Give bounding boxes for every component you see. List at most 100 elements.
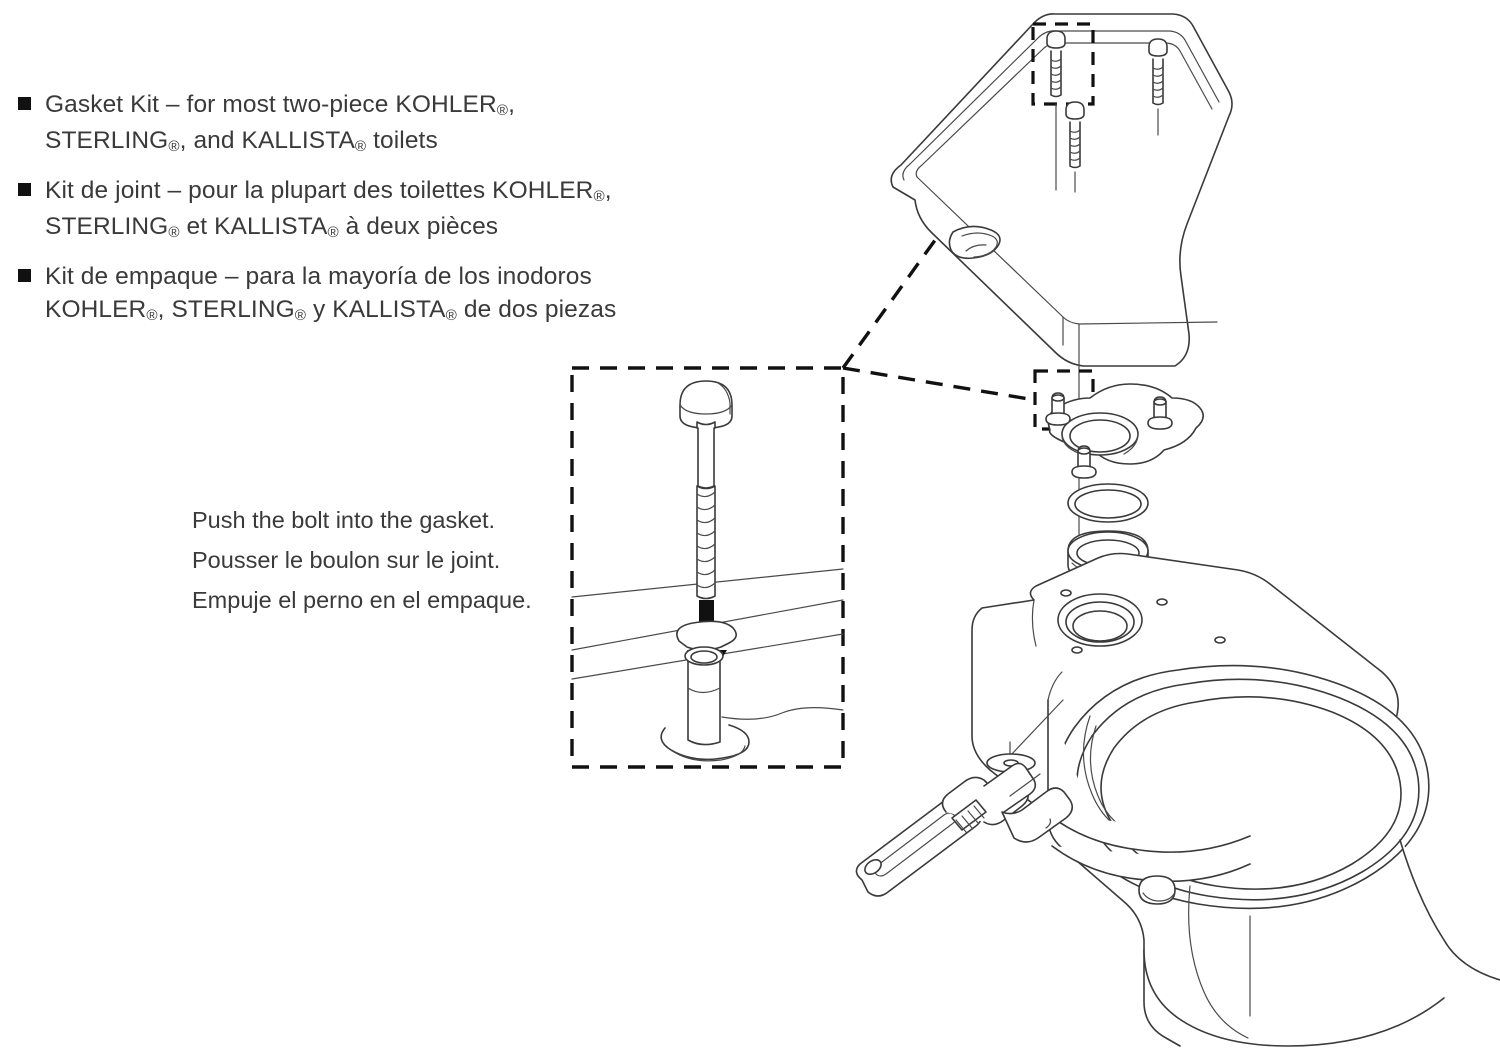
kit-text-part: , STERLING [157, 296, 295, 323]
kit-item-text-es: Kit de empaque – para la mayoría de los … [45, 260, 616, 329]
gasket-sleeve [687, 657, 721, 746]
bolt-head [679, 380, 733, 429]
tank-bolt [1148, 38, 1168, 106]
tank-rim-inner [902, 30, 1220, 181]
assembly-leader-line [1009, 699, 1064, 757]
leader-line-to-gasket-plate [842, 366, 1036, 402]
tank-body [890, 13, 1233, 367]
kit-text-part: Kit de empaque – para la mayoría de los … [45, 263, 592, 290]
kit-description-list: Gasket Kit – for most two-piece KOHLER®,… [18, 88, 678, 343]
registered-mark: ® [354, 138, 367, 156]
toilet-bowl [971, 552, 1500, 1047]
wrench-fixed-jaw [983, 762, 1037, 813]
leader-line-to-tank-bolt [841, 103, 1035, 369]
bowl-pedestal [1143, 949, 1445, 1047]
bowl-trapway-bottom [1051, 845, 1251, 883]
flush-lever [948, 225, 1001, 260]
registered-mark: ® [146, 307, 158, 325]
registered-mark: ® [445, 307, 457, 325]
instruction-line-es: Empuje el perno en el empaque. [192, 587, 532, 613]
kit-text-part: STERLING [45, 127, 169, 154]
detail-box-contents [571, 380, 844, 762]
square-bullet-icon [18, 183, 31, 196]
bolt-hole [1156, 598, 1168, 606]
kit-item-text-fr: Kit de joint – pour la plupart des toile… [45, 174, 612, 246]
list-item: Gasket Kit – for most two-piece KOHLER®,… [18, 88, 678, 160]
flanged-gasket-ring [1067, 530, 1149, 584]
flush-valve-opening-outer [1057, 593, 1143, 647]
flush-valve-opening-inner [1072, 610, 1128, 642]
flat-gasket-ring [1067, 483, 1149, 523]
gasket-plate [1045, 383, 1204, 479]
down-arrow-icon [687, 600, 727, 683]
hex-nut [997, 784, 1026, 809]
kit-text-part: Gasket Kit – for most two-piece KOHLER [45, 91, 497, 118]
registered-mark: ® [593, 188, 605, 206]
socket-bore-inner [690, 650, 718, 664]
tank-bolt-detail-box [1031, 22, 1095, 106]
bolt-into-gasket-detail-box [570, 366, 845, 769]
tank-bolt [1065, 101, 1085, 169]
bowl-inner-curve [1082, 715, 1141, 839]
socket-bore-outer [684, 646, 724, 666]
kit-text-part: KOHLER [45, 296, 147, 323]
list-item: Kit de empaque – para la mayoría de los … [18, 260, 678, 329]
list-item: Kit de joint – pour la plupart des toile… [18, 174, 678, 246]
kit-text-part: , [508, 91, 515, 118]
instruction-line-en: Push the bolt into the gasket. [192, 507, 496, 533]
kit-text-part: STERLING [45, 213, 169, 240]
gasket-collar [676, 620, 737, 651]
bowl-left-body [1047, 699, 1181, 1047]
bolt-socket-post [1147, 396, 1173, 430]
kit-text-part: toilets [366, 127, 438, 154]
instruction-text-block: Push the bolt into the gasket. Pousser l… [192, 500, 572, 620]
gasket-plate-hole-outer [1061, 412, 1139, 456]
gasket-plate-hole-inner [1069, 419, 1131, 453]
bowl-trapway-top [1047, 813, 1251, 853]
washer-nut-assembly [986, 699, 1064, 809]
tank-cavity [916, 176, 1218, 325]
registered-mark: ® [294, 307, 307, 325]
bowl-rim-inner [1100, 696, 1402, 890]
bowl-rim-mid [1076, 678, 1420, 901]
registered-mark: ® [168, 138, 180, 156]
gasket-plate-detail-box [1033, 369, 1095, 431]
bolt-shank [697, 427, 715, 489]
carriage-bolt [679, 380, 733, 600]
tank-bolts [1046, 30, 1168, 193]
diagonal-rail [571, 568, 844, 680]
bowl-shelf [971, 552, 1399, 861]
wrench-hang-hole [864, 859, 882, 875]
registered-mark: ® [496, 102, 509, 120]
kit-text-part: y KALLISTA [306, 296, 446, 323]
kit-text-part: et KALLISTA [179, 213, 328, 240]
wrench-worm-screw [951, 799, 987, 833]
bowl-boss [1138, 875, 1176, 905]
bolt-hole [1140, 680, 1152, 688]
adjustable-wrench [855, 762, 1074, 897]
registered-mark: ® [327, 224, 339, 242]
wrench-head [941, 772, 1030, 826]
bolt-hole [1060, 589, 1072, 597]
toilet-tank [890, 13, 1233, 555]
registered-mark: ® [168, 224, 180, 242]
wrench-handle [855, 793, 983, 897]
bolt-threads [696, 485, 716, 600]
flush-valve-opening-mid [1065, 601, 1135, 643]
gasket-base [660, 724, 750, 761]
bolt-hole [1214, 636, 1226, 644]
bowl-right-body [1399, 839, 1500, 981]
kit-item-text-en: Gasket Kit – for most two-piece KOHLER®,… [45, 88, 515, 160]
kit-text-part: Kit de joint – pour la plupart des toile… [45, 177, 594, 204]
callout-leader-lines [841, 103, 1036, 402]
gasket-socket [660, 620, 844, 762]
instruction-line-fr: Pousser le boulon sur le joint. [192, 547, 501, 573]
kit-text-part: , and KALLISTA [179, 127, 355, 154]
tank-bolt [1046, 30, 1066, 98]
bolt-hole [1071, 646, 1083, 654]
square-bullet-icon [18, 97, 31, 110]
kit-text-part: de dos piezas [456, 296, 617, 323]
bolt-socket-post [1045, 392, 1071, 426]
square-bullet-icon [18, 269, 31, 282]
